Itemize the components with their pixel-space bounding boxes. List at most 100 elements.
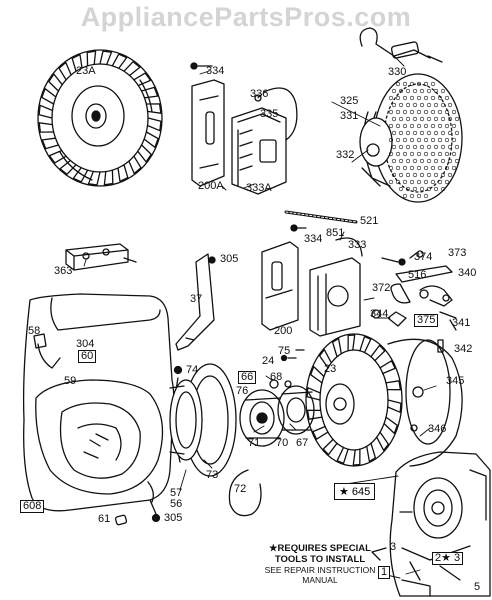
mesh-hole	[430, 95, 436, 101]
mesh-hole	[426, 186, 432, 192]
mesh-hole	[444, 95, 450, 101]
mesh-hole	[430, 165, 436, 171]
mesh-hole	[398, 130, 404, 136]
label-68: 68	[270, 371, 283, 383]
mesh-hole	[454, 158, 460, 164]
mesh-hole	[398, 186, 404, 192]
fan-fin	[331, 337, 342, 358]
fan-fin	[366, 442, 377, 463]
mesh-hole	[409, 109, 415, 115]
mesh-hole	[391, 102, 397, 108]
fan-fin	[370, 344, 386, 362]
label-342: 342	[454, 343, 473, 355]
ring-72-drawing	[228, 469, 262, 517]
label-76: 76	[236, 385, 249, 397]
mesh-hole	[419, 186, 425, 192]
label-345: 345	[446, 375, 465, 387]
mesh-hole	[391, 158, 397, 164]
mesh-hole	[451, 123, 457, 129]
mesh-hole	[395, 109, 401, 115]
label-305-lower: 305	[164, 512, 183, 524]
mesh-hole	[451, 109, 457, 115]
note-line-3: SEE REPAIR INSTRUCTION	[264, 564, 376, 575]
fan-fin	[38, 104, 54, 119]
mesh-hole	[416, 81, 422, 87]
mesh-hole	[447, 102, 453, 108]
rotating-screen-drawing	[359, 73, 463, 203]
mesh-hole	[398, 172, 404, 178]
label-363: 363	[54, 265, 73, 277]
label-37: 37	[190, 293, 203, 305]
label-851: 851	[326, 227, 345, 239]
mesh-hole	[426, 130, 432, 136]
fan-fin	[143, 131, 159, 148]
blower-housing-608-drawing	[22, 293, 175, 512]
label-24: 24	[262, 355, 275, 367]
mesh-hole	[409, 165, 415, 171]
label-5: 5	[474, 581, 481, 593]
mesh-hole	[405, 172, 411, 178]
mesh-hole	[419, 144, 425, 150]
mesh-hole	[419, 102, 425, 108]
armature-333-drawing	[290, 224, 363, 337]
mesh-hole	[430, 151, 436, 157]
special-tools-note: ★REQUIRES SPECIAL TOOLS TO INSTALL SEE R…	[250, 543, 390, 585]
fan-fin	[385, 380, 402, 391]
mesh-hole	[391, 116, 397, 122]
bracket-200a-drawing	[191, 79, 225, 187]
engine-block-drawing	[371, 451, 491, 597]
mesh-hole	[388, 151, 394, 157]
mesh-hole	[437, 95, 443, 101]
mesh-hole	[447, 130, 453, 136]
label-304: 304	[76, 338, 95, 350]
mesh-hole	[416, 109, 422, 115]
flywheel-23-drawing	[280, 333, 463, 467]
mesh-hole	[412, 144, 418, 150]
label-74: 74	[186, 364, 199, 376]
mesh-hole	[437, 165, 443, 171]
fan-fin	[145, 103, 162, 114]
fan-fin	[336, 446, 349, 465]
mesh-hole	[433, 186, 439, 192]
mesh-hole	[419, 130, 425, 136]
mesh-hole	[447, 158, 453, 164]
mesh-hole	[402, 179, 408, 185]
label-336: 336	[250, 88, 269, 100]
label-516: 516	[408, 269, 427, 281]
mesh-hole	[426, 144, 432, 150]
mesh-hole	[444, 137, 450, 143]
star-part-645: ★ 645	[334, 483, 376, 500]
mesh-hole	[388, 109, 394, 115]
fan-fin	[86, 50, 97, 67]
label-200: 200	[274, 325, 293, 337]
label-71: 71	[248, 437, 261, 449]
mesh-hole	[433, 130, 439, 136]
watermark: AppliancePartsPros.com	[80, 2, 412, 32]
label-1: 1	[378, 566, 391, 579]
mesh-hole	[402, 95, 408, 101]
mesh-hole	[416, 151, 422, 157]
label-332: 332	[336, 149, 355, 161]
mesh-hole	[405, 158, 411, 164]
mesh-hole	[391, 144, 397, 150]
mesh-hole	[444, 109, 450, 115]
mesh-hole	[409, 81, 415, 87]
fan-fin	[137, 144, 152, 163]
mesh-hole	[454, 116, 460, 122]
mesh-hole	[433, 116, 439, 122]
mesh-hole	[433, 144, 439, 150]
label-70: 70	[276, 437, 289, 449]
mesh-hole	[388, 123, 394, 129]
wire-521-drawing	[284, 210, 358, 224]
label-373: 373	[448, 247, 467, 259]
mesh-hole	[440, 102, 446, 108]
fan-fin	[310, 365, 325, 384]
label-341: 341	[452, 317, 471, 329]
mesh-hole	[444, 165, 450, 171]
fan-fin	[312, 425, 329, 440]
mesh-hole	[395, 151, 401, 157]
fan-fin	[59, 159, 77, 175]
mesh-hole	[398, 144, 404, 150]
mesh-hole	[440, 130, 446, 136]
